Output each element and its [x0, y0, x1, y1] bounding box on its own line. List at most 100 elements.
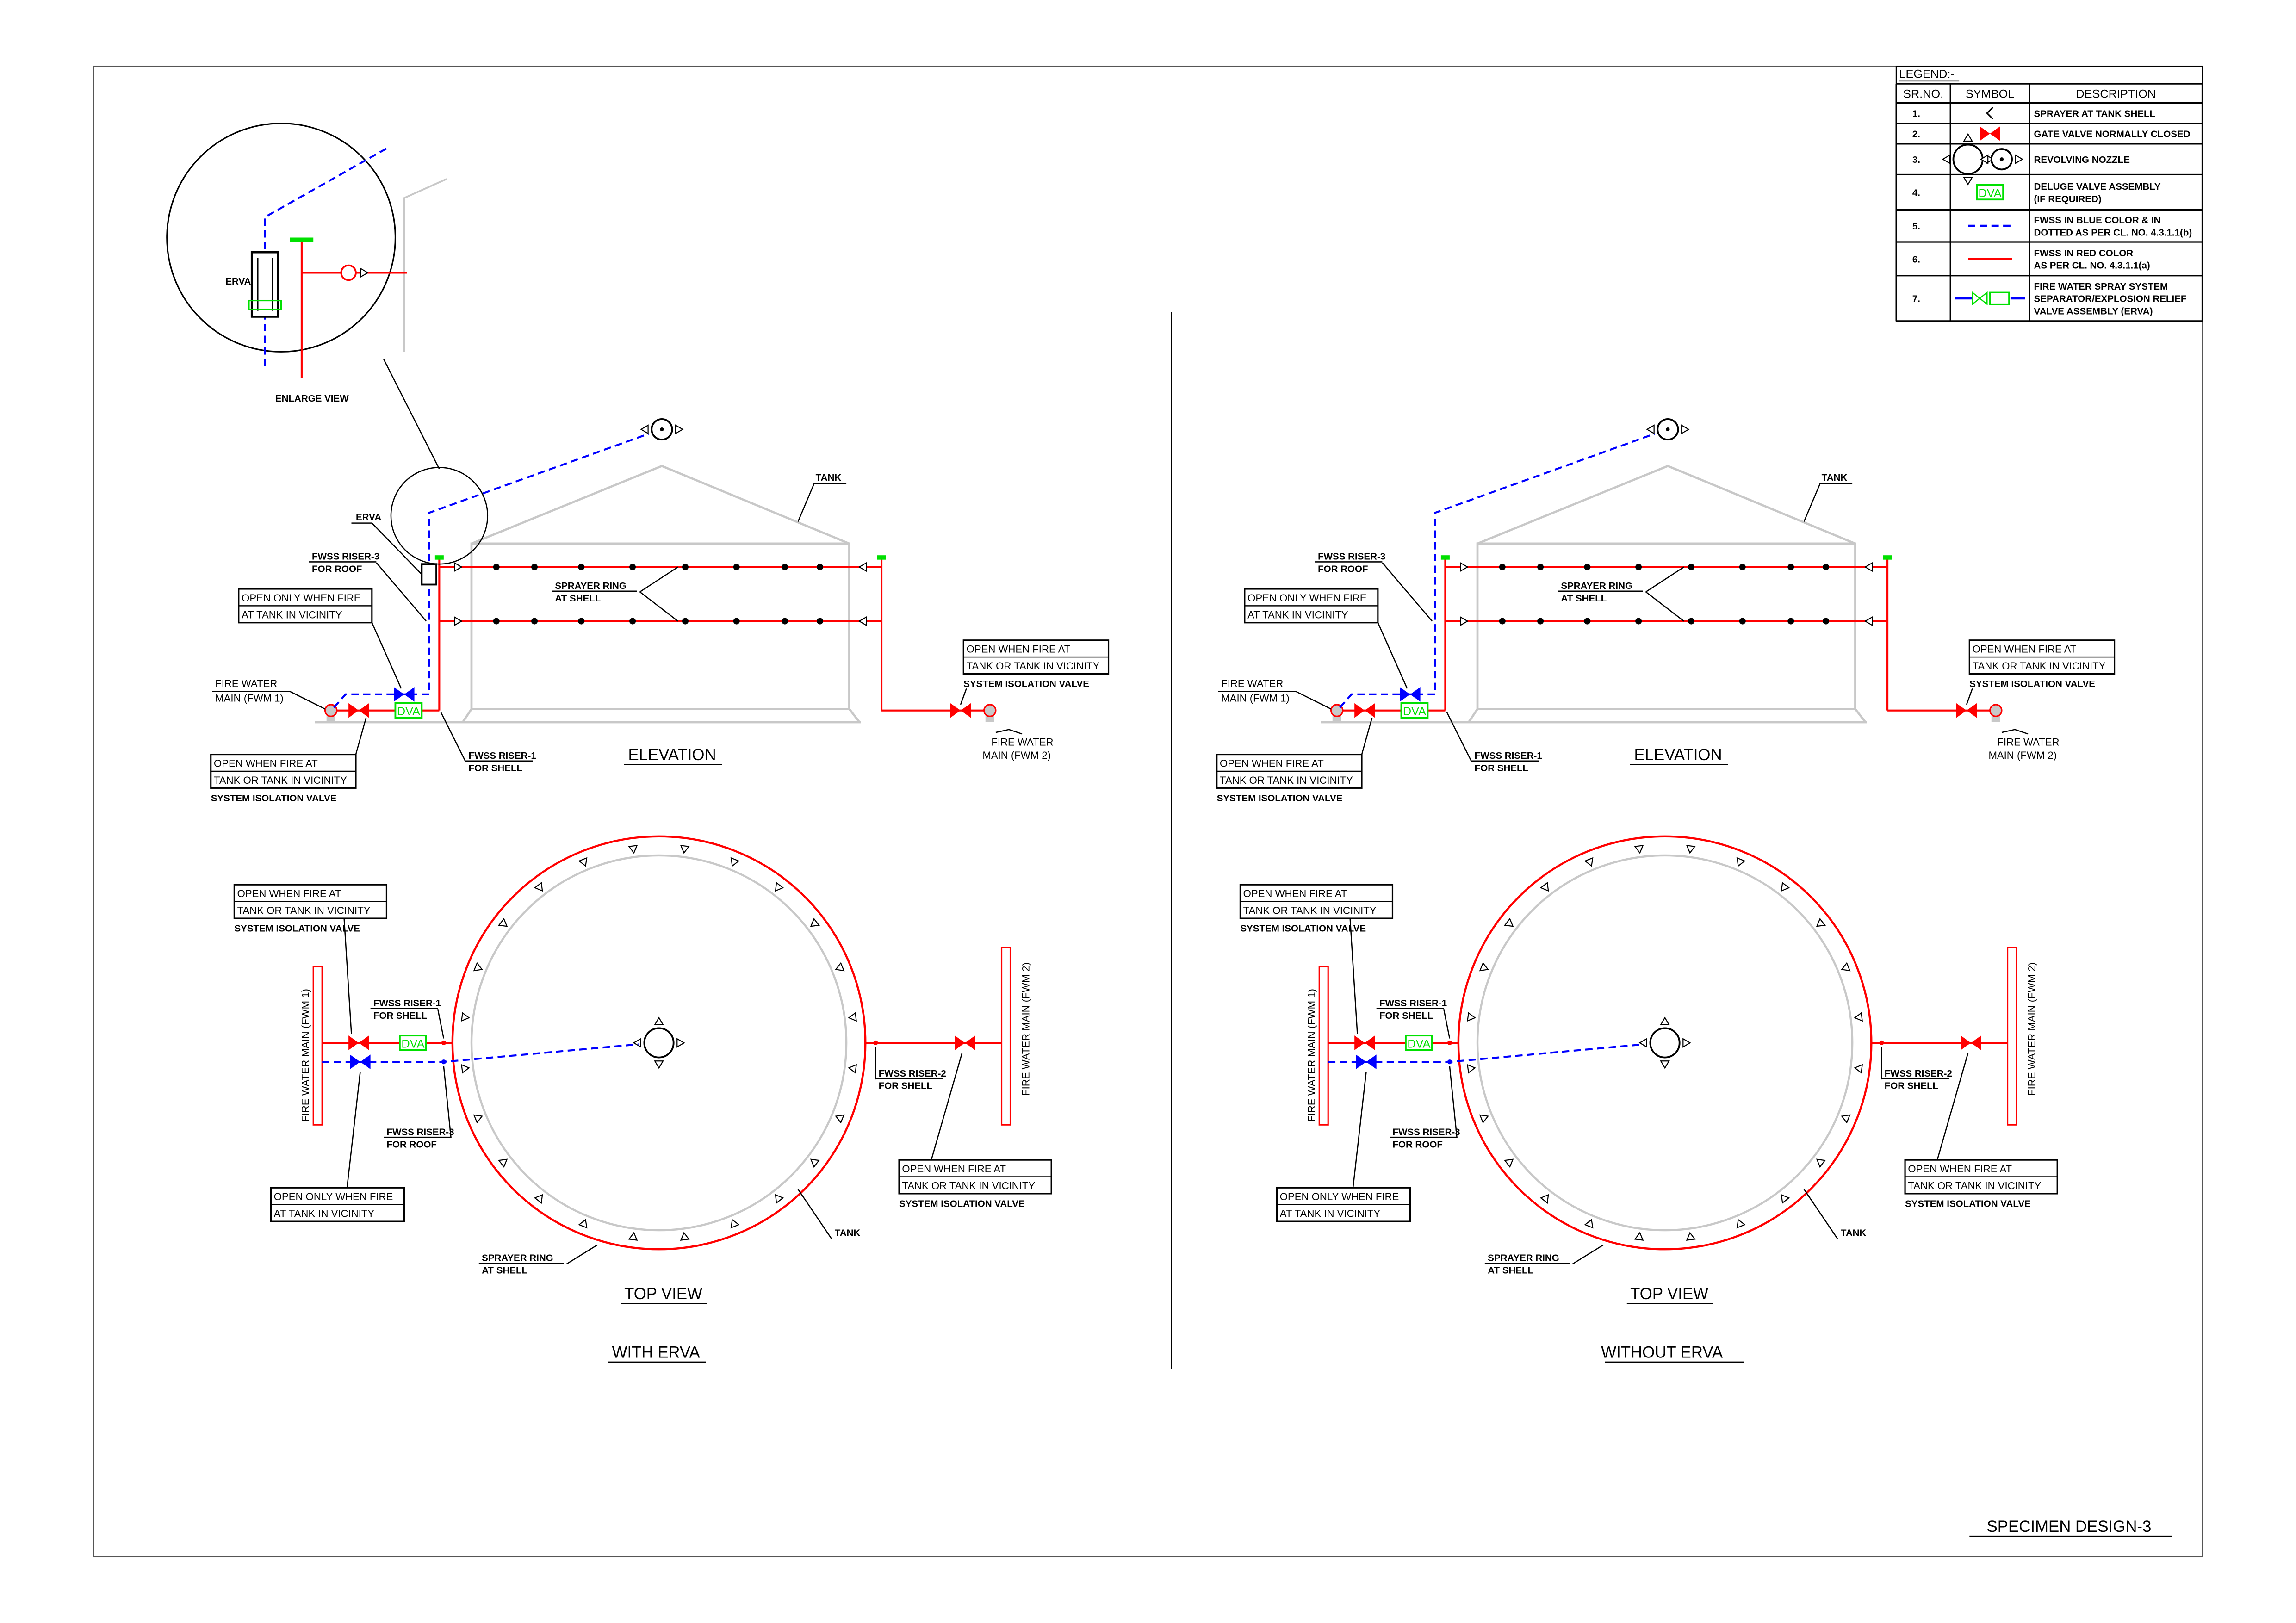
sprayer-icon [1736, 857, 1746, 867]
callout-leader [355, 718, 367, 755]
riser-cap [290, 237, 314, 242]
legend-sr-no: 5. [1912, 221, 1920, 232]
dva-box [1400, 702, 1429, 719]
sheet-border [93, 65, 2203, 1558]
callout-text: AT TANK IN VICINITY [242, 609, 342, 620]
sprayer-icon [498, 917, 508, 927]
sprayer-icon [1942, 154, 1951, 164]
hydrant-icon [983, 704, 997, 717]
ring-nozzle [578, 618, 585, 625]
riser-1-leader [440, 712, 466, 762]
legend-title: LEGEND:- [1899, 68, 1954, 81]
tank-label: TANK [1841, 1228, 1867, 1239]
legend-description: SEPARATOR/EXPLOSION RELIEF [2034, 294, 2187, 304]
sprayer-icon [473, 962, 483, 972]
dva-icon: DVA [399, 1035, 427, 1051]
sprayer-icon [1479, 962, 1489, 972]
tank-roof [1477, 465, 1856, 545]
tank-leader [797, 1189, 832, 1239]
ring-nozzle [1499, 564, 1506, 570]
sprayer-icon [1467, 1064, 1476, 1074]
sprayer-icon [1686, 845, 1696, 854]
label-line-1: FWSS RISER-3 [1318, 551, 1385, 562]
dva-icon: DVA [1405, 1035, 1433, 1051]
callout-leader [343, 918, 352, 1035]
fwm1-label: FIRE WATER [215, 678, 277, 689]
erva-icon [1955, 291, 2025, 306]
dva-icon: DVA [394, 702, 423, 719]
fwm1-leader [212, 691, 326, 710]
legend-header: SR.NO. [1903, 87, 1943, 100]
ring-leader [566, 1244, 598, 1264]
label-line-1: FWSS RISER-3 [312, 551, 379, 562]
erva-label: ERVA [225, 276, 251, 287]
fwm1-vertical-label: FIRE WATER MAIN (FWM 1) [1306, 989, 1317, 1122]
sprayer-icon [680, 845, 690, 854]
riser-cap [1440, 555, 1450, 560]
ring-nozzle [1787, 564, 1794, 570]
legend-description: VALVE ASSEMBLY (ERVA) [2034, 306, 2153, 317]
riser-cap [434, 555, 444, 560]
callout-text: OPEN ONLY WHEN FIRE [1247, 592, 1367, 604]
callout-leader [1377, 622, 1408, 689]
valve-shape [1356, 1054, 1377, 1069]
label-line-2: FOR ROOF [1318, 564, 1368, 575]
callout-caption: SYSTEM ISOLATION VALVE [1969, 679, 2095, 689]
callout-text: OPEN WHEN FIRE AT [1973, 644, 2077, 655]
callout-text: TANK OR TANK IN VICINITY [967, 660, 1100, 672]
revolving-nozzle-icon [1942, 133, 2024, 186]
dva-icon: DVA [1976, 184, 2004, 201]
riser-3-point [1447, 1059, 1452, 1065]
label-line-2: FOR SHELL [1379, 1010, 1433, 1021]
tank-label: TANK [835, 1228, 861, 1239]
revolving-nozzle-icon [640, 418, 684, 441]
sprayer-icon [628, 1232, 638, 1241]
tank-roof [471, 465, 850, 545]
label-line-2: FOR SHELL [879, 1081, 932, 1091]
fwm2-vertical-label: FIRE WATER MAIN (FWM 2) [2026, 962, 2038, 1096]
sprayer-icon [473, 1114, 483, 1124]
sprayer-icon [1963, 177, 1973, 186]
callout-caption: SYSTEM ISOLATION VALVE [1905, 1198, 2031, 1209]
legend-description: AS PER CL. NO. 4.3.1.1(a) [2034, 260, 2150, 271]
sprayer-icon [1986, 106, 1994, 120]
riser-1-leader [1443, 1009, 1451, 1039]
callout-text: AT TANK IN VICINITY [1247, 609, 1348, 620]
label-line-2: FOR SHELL [1885, 1081, 1938, 1091]
fwm2-leader [995, 729, 1023, 735]
sprayer-icon [1467, 1012, 1476, 1022]
fwm1-label: MAIN (FWM 1) [1221, 693, 1290, 704]
ring-nozzle [1584, 618, 1591, 625]
ring-nozzle [1499, 618, 1506, 625]
fwm1-leader [1218, 691, 1332, 710]
callout-caption: SYSTEM ISOLATION VALVE [1240, 923, 1366, 934]
tank-corner [403, 178, 447, 352]
label-line-2: FOR ROOF [1392, 1139, 1442, 1150]
ring-nozzle [629, 618, 636, 625]
sprayer-icon [1854, 1012, 1863, 1022]
dva-icon: DVA [1400, 702, 1429, 719]
sprayer-icon [848, 1012, 857, 1022]
label-line-2: AT SHELL [1561, 593, 1607, 604]
fwm2-vertical-label: FIRE WATER MAIN (FWM 2) [1020, 962, 1032, 1096]
sprayer-icon [1539, 882, 1549, 892]
sprayer-icon [1460, 616, 1469, 626]
sprayer-icon [1681, 424, 1690, 434]
ring-nozzle [1688, 564, 1695, 570]
ring-leader [1645, 566, 1684, 593]
riser-1-leader [1446, 712, 1472, 762]
tank-leader [1803, 483, 1853, 522]
fwm1-pipe [1318, 966, 1329, 1126]
sprayer-icon [858, 562, 867, 572]
label-line-2: FOR SHELL [373, 1010, 427, 1021]
label-line-2: AT SHELL [555, 593, 601, 604]
ring-nozzle [782, 564, 788, 570]
erva-leader [351, 522, 422, 575]
callout-leader [1936, 1053, 1969, 1160]
